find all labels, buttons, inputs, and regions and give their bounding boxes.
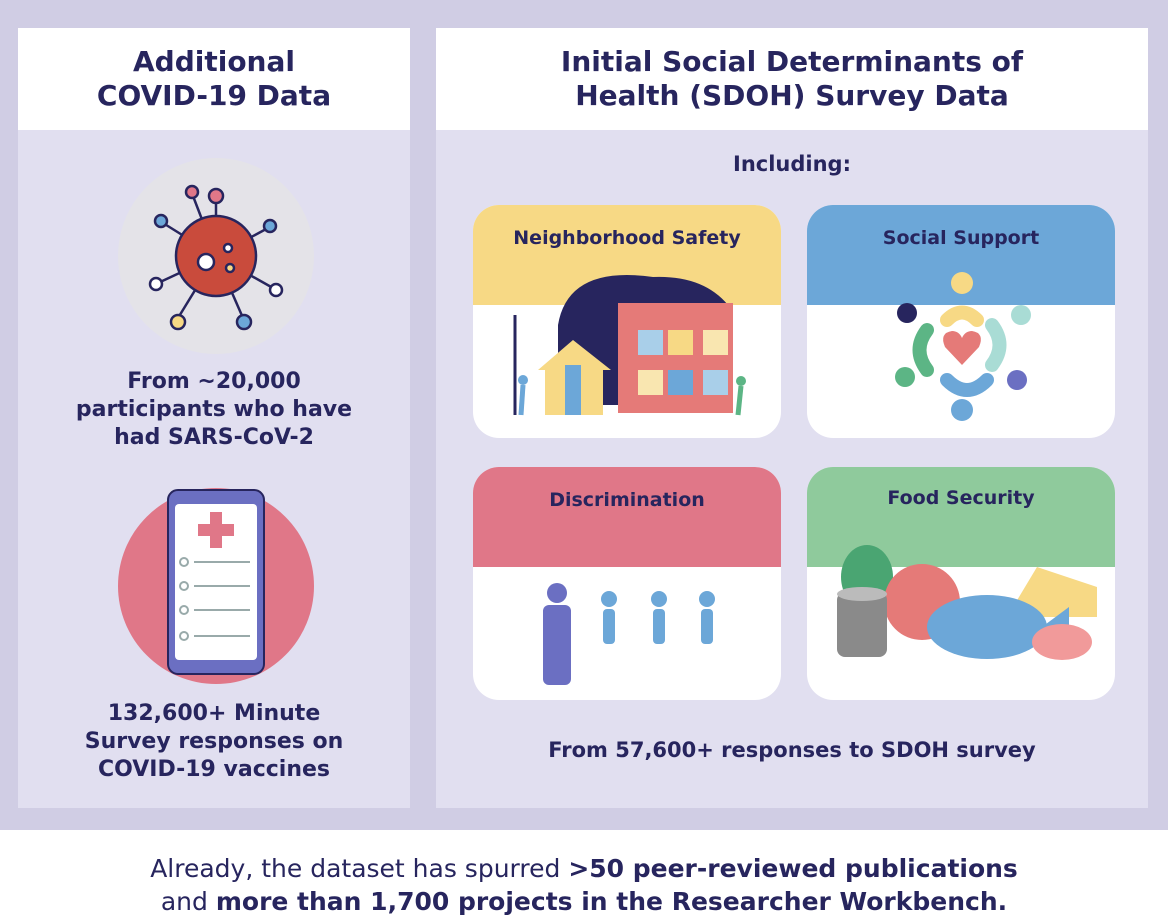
including-label: Including: — [733, 152, 851, 176]
social-support-illustration — [895, 272, 1031, 421]
title-line: COVID-19 Data — [96, 79, 332, 112]
participants-stat: From ~20,000 participants who have had SAR… — [18, 368, 410, 452]
footer-highlight: more than 1,700 projects in the Research… — [215, 887, 1008, 916]
title-line: Initial Social Determinants of — [560, 45, 1024, 78]
stat-line: Survey responses on — [84, 729, 344, 754]
footer-text: and — [160, 887, 216, 916]
card-label: Discrimination — [473, 467, 781, 567]
stat-line: participants who have — [75, 397, 353, 422]
discrimination-illustration — [543, 583, 715, 685]
card-social-support: Social Support — [807, 205, 1115, 438]
stat-line: COVID-19 vaccines — [97, 757, 331, 782]
card-label: Food Security — [807, 467, 1115, 567]
stat-line: From ~20,000 — [127, 369, 301, 394]
title-line: Health (SDOH) Survey Data — [575, 79, 1009, 112]
stat-line: had SARS-CoV-2 — [114, 425, 314, 450]
sdoh-responses-stat: From 57,600+ responses to SDOH survey — [548, 738, 1036, 762]
card-discrimination: Discrimination — [473, 467, 781, 700]
neighborhood-illustration — [513, 275, 746, 416]
title-line: Additional — [132, 45, 295, 78]
summary-footer: Already, the dataset has spurred >50 pee… — [0, 852, 1168, 918]
card-label: Social Support — [807, 205, 1115, 305]
footer-highlight: >50 peer-reviewed publications — [568, 854, 1018, 883]
stat-line: 132,600+ Minute — [107, 701, 321, 726]
footer-text: Already, the dataset has spurred — [150, 854, 569, 883]
phone-survey-icon — [118, 488, 314, 684]
food-illustration — [837, 545, 1097, 660]
card-neighborhood-safety: Neighborhood Safety — [473, 205, 781, 438]
card-food-security: Food Security — [807, 467, 1115, 700]
virus-icon — [118, 158, 314, 354]
